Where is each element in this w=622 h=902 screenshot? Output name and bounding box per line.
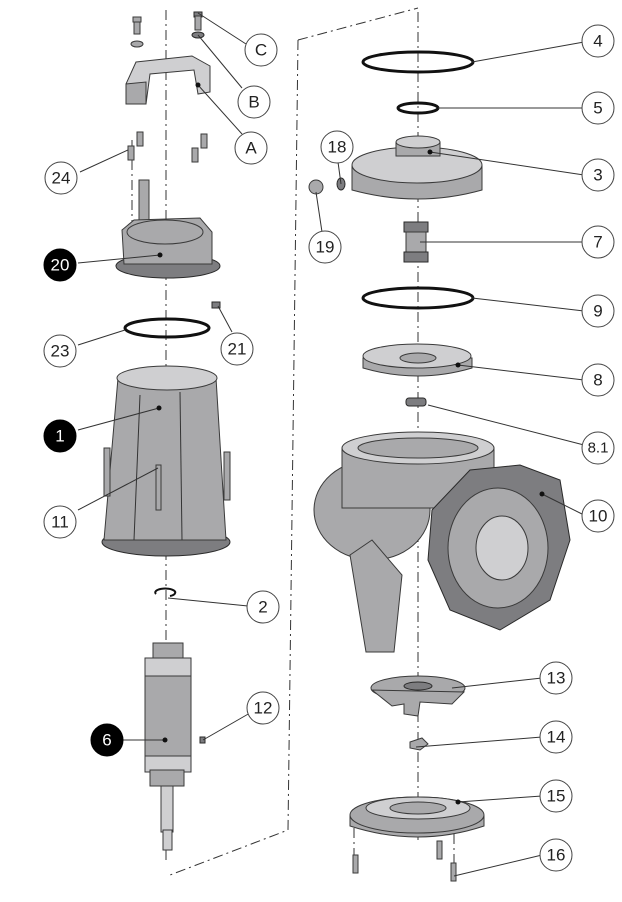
suction-cover-15-part <box>349 796 485 838</box>
callout-18-label: 18 <box>328 138 347 157</box>
callout-6-label: 6 <box>102 731 111 750</box>
callout-8-label: 8 <box>593 371 602 390</box>
callout-16: 16 <box>539 838 573 872</box>
screw-16-part <box>352 828 457 882</box>
callout-11: 11 <box>43 505 77 539</box>
callout-A: A <box>234 131 268 165</box>
washer-b-part <box>130 31 205 48</box>
callout-6: 6 <box>90 723 124 757</box>
bushing-8-1-part <box>405 397 427 407</box>
callout-B: B <box>237 85 271 119</box>
callout-8: 8 <box>581 363 615 397</box>
callout-13-label: 13 <box>547 669 566 688</box>
callout-5: 5 <box>581 91 615 125</box>
callout-20: 20 <box>43 248 77 282</box>
plug-19-part <box>308 179 324 195</box>
impeller-nut-14-part <box>409 737 429 751</box>
callout-21-label: 21 <box>228 340 247 359</box>
callout-15-label: 15 <box>547 787 566 806</box>
callout-15: 15 <box>539 779 573 813</box>
motor-housing-1-part <box>101 365 231 557</box>
handle-bracket-a-part <box>125 55 211 105</box>
callout-13: 13 <box>539 661 573 695</box>
callout-8-1-label: 8.1 <box>588 440 609 457</box>
wear-plate-8-part <box>362 343 473 377</box>
callout-21: 21 <box>220 332 254 366</box>
impeller-13-part <box>370 675 466 717</box>
callout-B-label: B <box>248 93 259 112</box>
callout-3-label: 3 <box>593 166 602 185</box>
callout-11-label: 11 <box>51 513 69 532</box>
callout-23: 23 <box>43 334 77 368</box>
callout-C: C <box>244 33 278 67</box>
leader-anchor-dots <box>156 82 545 805</box>
callout-19-label: 19 <box>316 238 335 257</box>
rotor-6-part <box>144 642 192 851</box>
pin-21-part <box>211 301 221 309</box>
callout-C-label: C <box>255 41 267 60</box>
callout-19: 19 <box>308 230 342 264</box>
callout-4-label: 4 <box>593 32 602 51</box>
callout-18: 18 <box>320 130 354 164</box>
callout-4: 4 <box>581 24 615 58</box>
callout-8-1: 8.1 <box>581 431 615 465</box>
callout-9: 9 <box>581 294 615 328</box>
oring-23-part <box>123 317 211 339</box>
callout-20-label: 20 <box>51 256 70 275</box>
callout-7: 7 <box>581 225 615 259</box>
leader-lines <box>77 12 585 877</box>
callout-24: 24 <box>44 161 78 195</box>
callout-2-label: 2 <box>258 598 267 617</box>
section-boundary-side <box>169 39 299 876</box>
seal-housing-3-part <box>351 135 483 200</box>
callout-10-label: 10 <box>589 507 608 526</box>
motor-cover-20-part <box>115 179 221 279</box>
callout-12-label: 12 <box>254 699 273 718</box>
callout-10: 10 <box>581 499 615 533</box>
key-12-part <box>199 736 206 744</box>
screw-24-part <box>127 131 208 163</box>
callout-16-label: 16 <box>547 846 566 865</box>
retaining-ring-2-part <box>154 587 177 597</box>
callout-1-label: 1 <box>55 427 64 446</box>
mechanical-seal-7-part <box>403 221 429 263</box>
callout-12: 12 <box>246 691 280 725</box>
callout-14: 14 <box>539 720 573 754</box>
callout-1: 1 <box>43 419 77 453</box>
bolt-c-part <box>132 11 203 35</box>
callout-7-label: 7 <box>593 233 602 252</box>
callout-5-label: 5 <box>593 99 602 118</box>
section-boundary-top <box>297 7 419 41</box>
callout-23-label: 23 <box>51 342 70 361</box>
callout-14-label: 14 <box>547 728 566 747</box>
callout-3: 3 <box>581 158 615 192</box>
volute-casing-10-part <box>313 431 571 653</box>
callout-9-label: 9 <box>593 302 602 321</box>
callout-A-label: A <box>245 139 257 158</box>
callout-2: 2 <box>246 590 280 624</box>
callout-24-label: 24 <box>52 169 71 188</box>
